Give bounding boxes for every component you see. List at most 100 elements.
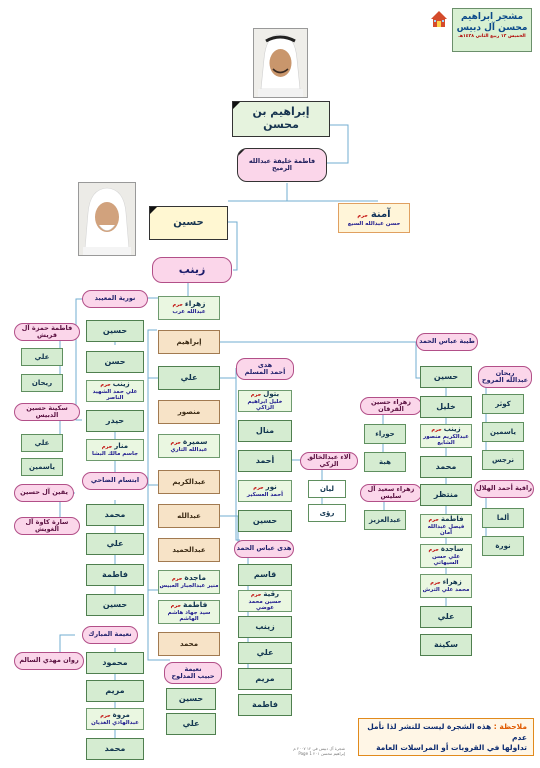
child-mohammed-2-box[interactable]: محمد: [86, 738, 144, 760]
wife-ibtisam-box[interactable]: ابتسام الضاحي: [82, 472, 148, 490]
root-wife-box[interactable]: فاطمة خليفة عبدالله الرميح: [237, 148, 327, 182]
wife-raqiya-box[interactable]: راقية أحمد الهلال: [474, 480, 534, 498]
child-maryam-2-box[interactable]: مريم: [238, 668, 292, 690]
rehan-family-name: عبدالله المروح: [481, 376, 529, 384]
daughter-fatima-3-husband: فيصل عبدالله آمان: [427, 524, 465, 537]
home-icon[interactable]: [430, 10, 448, 28]
grandchild-ali-2-box[interactable]: علي: [166, 713, 216, 735]
grandchild-yasmin-box[interactable]: ياسمين: [21, 458, 63, 476]
child-hussein-3-name: حسين: [252, 516, 278, 526]
grandchild-hawra-box[interactable]: حوراء: [364, 424, 406, 444]
root-person-box[interactable]: إبراهيم بن محسن: [232, 101, 330, 137]
son-mansour-box[interactable]: منصور: [158, 400, 220, 424]
child-hussein-box[interactable]: حسين: [86, 320, 144, 342]
wife-rawan-box[interactable]: روان مهدي السالم: [14, 652, 84, 670]
child-maryam-box[interactable]: مريم: [86, 680, 144, 702]
son-abdullah-box[interactable]: عبدالله: [158, 504, 220, 528]
wife-zahra-quraish-box[interactable]: زهراء حسين القرقان: [360, 397, 422, 415]
grandchild-yasmin-2-box[interactable]: ياسمين: [482, 422, 524, 442]
child-ali-4-box[interactable]: علي: [238, 642, 292, 664]
child-ahmed-name: أحمد: [255, 456, 275, 466]
child-ali-3-box[interactable]: علي: [86, 533, 144, 555]
son-abdulhamid-box[interactable]: عبدالحميد: [158, 538, 220, 562]
child-mohammed-box[interactable]: محمد: [86, 504, 144, 526]
wife-zahra-saeed-box[interactable]: زهراء سعيد آل سليس: [360, 484, 422, 502]
wife-rehan-box[interactable]: ريحان عبدالله المروح: [478, 366, 532, 388]
child-hassan-box[interactable]: حسن: [86, 351, 144, 373]
note-label: ملاحظة :: [493, 722, 527, 731]
daughter-samira-husband: عبدالله التاري: [170, 447, 208, 454]
grandchild-rawand-box[interactable]: رؤى: [308, 504, 346, 522]
wife-fatima-quraish-box[interactable]: فاطمة حمزة آل قريش: [14, 323, 80, 341]
privacy-note: ملاحظة : هذه الشجرة ليست للنشر لذا نأمل …: [358, 718, 534, 756]
child-hussein-3-box[interactable]: حسين: [238, 510, 292, 532]
grandchild-layan-box[interactable]: ليان: [308, 480, 346, 498]
child-muntathar-box[interactable]: منتظر: [420, 484, 472, 506]
son-ibrahim-box[interactable]: إبراهيم: [158, 330, 220, 354]
child-fatima-box[interactable]: فاطمة: [86, 564, 144, 586]
wife-nouria-box[interactable]: نورية المعيبد: [82, 290, 148, 308]
child-ahmed-box[interactable]: أحمد: [238, 450, 292, 472]
child-rayhan-box[interactable]: ريحان: [21, 374, 63, 392]
grandchild-hussein-box[interactable]: حسين: [166, 688, 216, 710]
grandchild-abdulaziz-box[interactable]: عبدالعزيز: [364, 510, 406, 530]
child-hussein-2-box[interactable]: حسين: [86, 594, 144, 616]
wife-naima-name: نعيمة المبارك: [88, 630, 132, 639]
daughter-zainab-2-label: حرم: [431, 427, 442, 434]
wife-zainab-box[interactable]: زينب: [152, 257, 232, 283]
wife-huda-abbas-box[interactable]: هدى عباس الحمد: [234, 540, 294, 558]
child-qasim-box[interactable]: قاسم: [238, 564, 292, 586]
child-hussein-4-box[interactable]: حسين: [420, 366, 472, 388]
child-haidar-box[interactable]: حيدر: [86, 410, 144, 432]
wife-sakina-box[interactable]: سكينة حسين الدبيس: [14, 403, 80, 421]
grandchild-narjis-box[interactable]: نرجس: [482, 450, 524, 470]
son-mohammed-box[interactable]: محمد: [158, 632, 220, 656]
wife-sakina-name: سكينة حسين الدبيس: [26, 403, 68, 419]
wife-naima-box[interactable]: نعيمة المبارك: [82, 626, 138, 644]
son-ali-box[interactable]: علي: [158, 366, 220, 390]
grandchild-noura-box[interactable]: نورة: [482, 536, 524, 556]
son-hussein-box[interactable]: حسين: [149, 206, 228, 240]
wife-huda-muslim-box[interactable]: هدى أحمد المسلم: [236, 358, 294, 380]
child-sakina-box[interactable]: سكينة: [420, 634, 472, 656]
daughter-majida-label: حرم: [172, 576, 183, 583]
wife-yaqeen-box[interactable]: يقين آل حسين: [14, 484, 74, 502]
child-fatima-2-box[interactable]: فاطمة: [238, 694, 292, 716]
daughter-amna-box[interactable]: آمنة حرم حسن عبدالله السبع: [338, 203, 410, 233]
child-zainab-box[interactable]: زينب: [238, 616, 292, 638]
wife-sara-box[interactable]: سارة كاوة آل الغويش: [14, 517, 80, 535]
grandchild-heba-box[interactable]: هبة: [364, 452, 406, 472]
child-mohammed-3-box[interactable]: محمد: [420, 456, 472, 478]
son-abdulkarim-box[interactable]: عبدالكريم: [158, 470, 220, 494]
child-khalil-box[interactable]: خليل: [420, 396, 472, 418]
grandchild-alma-box[interactable]: ألما: [482, 508, 524, 528]
wife-naima-madlouh-box[interactable]: نعيمة حبيب المدلوح: [164, 662, 222, 684]
child-mahmoud-box[interactable]: محمود: [86, 652, 144, 674]
child-qasim-name: قاسم: [253, 570, 277, 580]
child-manal-box[interactable]: منال: [238, 420, 292, 442]
child-ali-box[interactable]: علي: [21, 348, 63, 366]
grandchild-ali-box[interactable]: علي: [21, 434, 63, 452]
child-ali-5-name: علي: [437, 612, 455, 622]
wife-alaa-box[interactable]: آلاء عبدالخالق الزكي: [300, 452, 358, 470]
child-rayhan-name: ريحان: [31, 378, 53, 387]
grandchild-kawthar-box[interactable]: كوثر: [482, 394, 524, 414]
daughter-ruqaya-name: رقية: [263, 590, 280, 599]
wife-tayba-box[interactable]: طيبة عباس الحمد: [416, 333, 478, 351]
child-ali-5-box[interactable]: علي: [420, 606, 472, 628]
